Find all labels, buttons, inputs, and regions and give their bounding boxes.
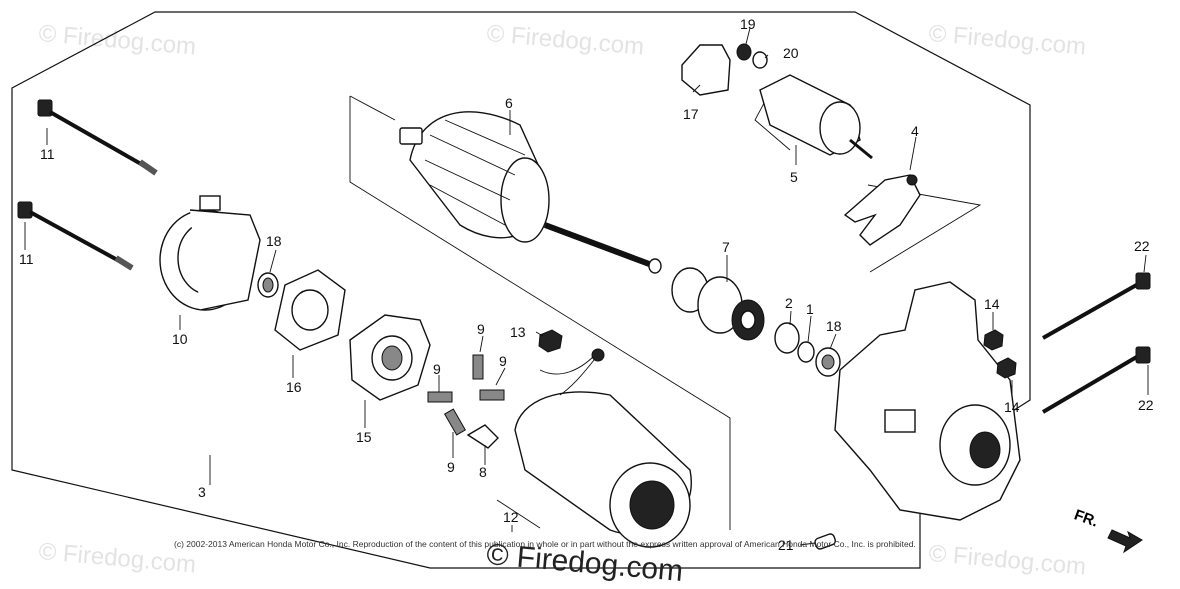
callout-22-lower: 22 (1138, 397, 1154, 413)
callout-1: 1 (806, 301, 814, 317)
overrunning-clutch (671, 267, 765, 341)
callout-9-top: 9 (477, 321, 485, 337)
bearing-right (815, 347, 841, 377)
armature-bracket (349, 96, 731, 530)
copyright-notice: (c) 2002-2013 American Honda Motor Co., … (174, 539, 916, 549)
rear-cover (159, 195, 261, 311)
drive-end-housing (834, 281, 1021, 521)
callout-3: 3 (198, 484, 206, 500)
stop-collar (774, 322, 800, 354)
washer-20 (752, 51, 768, 69)
callout-5: 5 (790, 169, 798, 185)
nut-14-upper (983, 329, 1004, 351)
callout-16: 16 (286, 379, 302, 395)
through-bolt-lower (17, 201, 134, 271)
bearing-left (257, 272, 279, 298)
callout-14-upper: 14 (984, 296, 1000, 312)
nut-14-lower (996, 357, 1017, 379)
callout-13: 13 (510, 324, 526, 340)
callout-6: 6 (505, 95, 513, 111)
yoke-assembly (514, 348, 692, 548)
brush-plate (274, 269, 346, 351)
callout-14-lower: 14 (1004, 399, 1020, 415)
callout-22-upper: 22 (1134, 238, 1150, 254)
brush (466, 354, 596, 449)
through-bolt-right-upper (1042, 272, 1151, 340)
callout-9-bottom: 9 (447, 459, 455, 475)
front-arrow-icon (1107, 529, 1143, 554)
brush-holder (349, 314, 431, 401)
callout-2: 2 (785, 295, 793, 311)
assembly-frame (11, 11, 1031, 569)
callout-8: 8 (479, 464, 487, 480)
callout-17: 17 (683, 106, 699, 122)
solenoid-cap (681, 44, 731, 96)
callout-10: 10 (172, 331, 188, 347)
callout-11-lower: 11 (19, 251, 34, 267)
brush-springs (427, 354, 505, 436)
callout-18-right: 18 (826, 318, 842, 334)
nut-13 (538, 329, 563, 353)
callout-7: 7 (722, 239, 730, 255)
leader-lines (24, 27, 1149, 546)
callout-20: 20 (783, 45, 799, 61)
through-bolt-right-lower (1041, 346, 1151, 414)
armature-bracket-top (349, 95, 396, 121)
through-bolt-upper (37, 99, 158, 176)
solenoid (759, 74, 873, 160)
callout-9-right: 9 (499, 353, 507, 369)
nut-19 (736, 43, 752, 61)
callout-4: 4 (911, 123, 919, 139)
callout-19: 19 (740, 16, 756, 32)
shift-fork (843, 174, 921, 246)
callout-12: 12 (503, 509, 519, 525)
armature (399, 111, 662, 274)
callout-15: 15 (356, 429, 372, 445)
callout-11-upper: 11 (40, 146, 55, 162)
snap-ring (797, 341, 815, 363)
callout-9-left: 9 (433, 361, 441, 377)
callout-18-left: 18 (266, 233, 282, 249)
callout-21: 21 (778, 537, 794, 553)
dowel-pin (814, 533, 837, 550)
